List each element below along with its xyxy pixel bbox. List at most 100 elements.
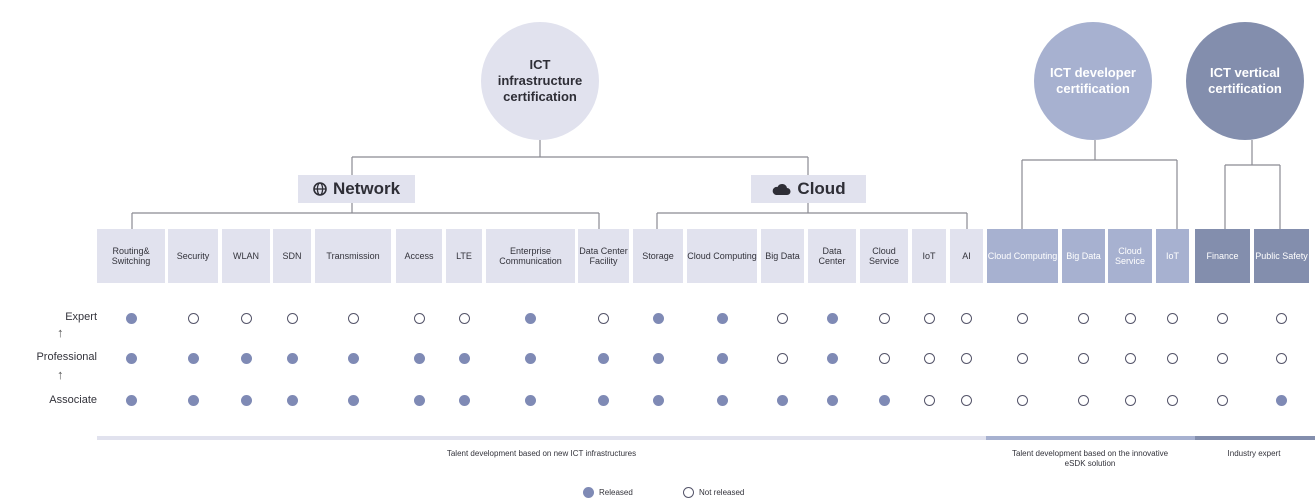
not-released-marker bbox=[598, 312, 609, 324]
not-released-marker bbox=[961, 394, 972, 406]
developer-bar bbox=[986, 436, 1195, 440]
released-marker bbox=[826, 352, 838, 364]
arrow-up-icon: ↑ bbox=[57, 367, 64, 382]
released-marker bbox=[458, 352, 470, 364]
not-released-marker bbox=[1017, 312, 1028, 324]
released-marker bbox=[652, 394, 664, 406]
column-header: IoT bbox=[1156, 229, 1189, 283]
column-header: Access bbox=[396, 229, 442, 283]
column-header: Data Center bbox=[808, 229, 856, 283]
globe-icon bbox=[313, 182, 327, 196]
legend-released: Released bbox=[583, 487, 633, 498]
released-marker bbox=[598, 352, 609, 364]
not-released-marker bbox=[413, 312, 425, 324]
column-header: Big Data bbox=[1062, 229, 1105, 283]
released-marker bbox=[716, 352, 728, 364]
released-marker bbox=[525, 352, 536, 364]
infrastructure-certification-circle: ICT infrastructure certification bbox=[481, 22, 599, 140]
legend-not-released-label: Not released bbox=[699, 488, 745, 497]
released-marker bbox=[347, 352, 359, 364]
column-header: Cloud Computing bbox=[687, 229, 757, 283]
released-marker bbox=[413, 352, 425, 364]
column-header: Finance bbox=[1195, 229, 1250, 283]
level-expert: Expert bbox=[65, 311, 97, 323]
not-released-marker bbox=[1217, 312, 1228, 324]
network-label: Network bbox=[332, 179, 401, 198]
not-released-marker bbox=[1167, 394, 1178, 406]
vertical-bar-text: Industry expert bbox=[1227, 449, 1281, 458]
arrow-up-icon: ↑ bbox=[57, 325, 64, 340]
legend-not-released: Not released bbox=[683, 487, 744, 498]
not-released-marker bbox=[1276, 352, 1287, 364]
not-released-marker bbox=[187, 312, 199, 324]
level-associate: Associate bbox=[49, 394, 97, 406]
column-header: Public Safety bbox=[1254, 229, 1309, 283]
infrastructure-bar bbox=[97, 436, 986, 440]
not-released-marker bbox=[458, 312, 470, 324]
released-marker bbox=[240, 394, 252, 406]
column-header: Data Center Facility bbox=[578, 229, 629, 283]
released-marker bbox=[240, 352, 252, 364]
not-released-marker bbox=[923, 312, 935, 324]
not-released-marker bbox=[347, 312, 359, 324]
not-released-marker bbox=[1078, 394, 1089, 406]
not-released-marker bbox=[1217, 352, 1228, 364]
not-released-marker bbox=[777, 312, 788, 324]
level-professional: Professional bbox=[36, 351, 97, 363]
released-marker bbox=[286, 352, 298, 364]
released-marker bbox=[125, 352, 137, 364]
not-released-marker bbox=[1124, 352, 1136, 364]
released-marker bbox=[1276, 394, 1287, 406]
column-header: Enterprise Communication bbox=[486, 229, 575, 283]
legend-released-label: Released bbox=[599, 488, 633, 497]
developer-bar-text: Talent development based on the innovati… bbox=[1011, 449, 1169, 468]
not-released-marker bbox=[240, 312, 252, 324]
released-marker bbox=[413, 394, 425, 406]
released-marker bbox=[525, 394, 536, 406]
released-marker bbox=[187, 394, 199, 406]
released-marker bbox=[125, 394, 137, 406]
column-header: Routing& Switching bbox=[97, 229, 165, 283]
not-released-marker bbox=[1167, 312, 1178, 324]
not-released-marker bbox=[1017, 352, 1028, 364]
not-released-marker bbox=[923, 394, 935, 406]
released-marker bbox=[878, 394, 890, 406]
not-released-marker bbox=[1276, 312, 1287, 324]
column-header: AI bbox=[950, 229, 983, 283]
vertical-certification-circle: ICT vertical certification bbox=[1186, 22, 1304, 140]
column-header: Big Data bbox=[761, 229, 804, 283]
developer-certification-title: ICT developer certification bbox=[1050, 65, 1136, 96]
not-released-marker bbox=[1217, 394, 1228, 406]
cloud-label: Cloud bbox=[797, 179, 846, 198]
vertical-bar bbox=[1195, 436, 1315, 440]
network-category: Network bbox=[298, 175, 415, 203]
not-released-marker bbox=[683, 487, 694, 498]
infrastructure-certification-title: ICT infrastructure certification bbox=[497, 57, 583, 104]
column-header: SDN bbox=[273, 229, 311, 283]
not-released-marker bbox=[961, 352, 972, 364]
released-marker bbox=[716, 394, 728, 406]
released-marker bbox=[583, 487, 594, 498]
column-header: Cloud Service bbox=[1108, 229, 1152, 283]
column-header: Transmission bbox=[315, 229, 391, 283]
released-marker bbox=[525, 312, 536, 324]
developer-certification-circle: ICT developer certification bbox=[1034, 22, 1152, 140]
released-marker bbox=[826, 394, 838, 406]
not-released-marker bbox=[1078, 312, 1089, 324]
not-released-marker bbox=[1078, 352, 1089, 364]
released-marker bbox=[716, 312, 728, 324]
column-header: Storage bbox=[633, 229, 683, 283]
not-released-marker bbox=[878, 352, 890, 364]
released-marker bbox=[652, 352, 664, 364]
released-marker bbox=[125, 312, 137, 324]
cloud-category: Cloud bbox=[751, 175, 866, 203]
not-released-marker bbox=[1124, 394, 1136, 406]
not-released-marker bbox=[923, 352, 935, 364]
released-marker bbox=[286, 394, 298, 406]
not-released-marker bbox=[878, 312, 890, 324]
not-released-marker bbox=[1167, 352, 1178, 364]
column-header: Cloud Computing bbox=[987, 229, 1058, 283]
cloud-icon bbox=[771, 183, 791, 196]
